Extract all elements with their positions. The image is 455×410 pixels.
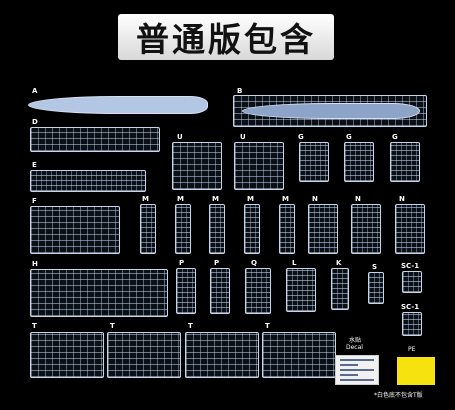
sprue-a-hull-part [28,96,208,114]
sprue-b [233,95,427,127]
decal-title: 水贴 [349,337,362,344]
sprue-g3 [390,142,420,182]
sprue-label-t1: T [32,322,37,330]
sprue-l [286,268,316,312]
sprue-label-a: A [32,87,38,95]
pe-label: PE [408,346,416,353]
sprue-label-u1: U [177,133,183,141]
sprue-label-m1: M [142,195,149,203]
footnote: *白色底不包含T版 [374,392,423,399]
sprue-t3 [185,332,259,378]
sprue-e [30,170,146,192]
sprue-label-n2: N [355,195,361,203]
sprue-m2 [175,204,191,254]
sprue-u1 [172,142,222,190]
banner-title: 普通版包含 [136,20,316,59]
sprue-label-f: F [32,197,37,205]
sprue-n2 [351,204,381,254]
sprue-label-g1: G [298,133,304,141]
sprue-g2 [344,142,374,182]
sprue-label-t3: T [188,322,193,330]
sprue-label-n3: N [399,195,405,203]
sprue-label-g3: G [392,133,398,141]
sprue-n1 [308,204,338,254]
sprue-h [30,269,168,317]
sprue-label-u2: U [240,133,246,141]
sprue-m4 [244,204,260,254]
sprue-f [30,206,120,254]
sprue-sc1-bottom [402,312,422,336]
sprue-label-m2: M [177,195,184,203]
sprue-label-b: B [237,87,243,95]
sprue-label-t2: T [110,322,115,330]
sprue-s [368,272,384,304]
sprue-t2 [107,332,181,378]
sprue-m3 [209,204,225,254]
sprue-m1 [140,204,156,254]
sprue-p2 [210,268,230,314]
sprue-d [30,127,160,152]
sprue-label-g2: G [346,133,352,141]
sprue-label-m4: M [247,195,254,203]
sprue-label-t4: T [265,322,270,330]
sprue-k [331,268,349,310]
sprue-label-sc1-top: SC-1 [401,262,420,270]
sprue-u2 [234,142,284,190]
sprue-g1 [299,142,329,182]
sprue-label-d: D [32,118,38,126]
decal-sheet [335,355,379,385]
sprue-label-sc1-bottom: SC-1 [401,303,420,311]
sprue-sc1-top [402,271,422,293]
sprue-t1 [30,332,104,378]
sprue-label-m5: M [282,195,289,203]
sprue-label-l: L [292,259,297,267]
sprue-t4 [262,332,336,378]
sprue-label-q: Q [251,259,257,267]
sprue-b-deck-part [242,103,420,119]
decal-subtitle: Decal [346,344,363,351]
sprue-label-s: S [372,263,378,271]
sprue-label-e: E [32,161,37,169]
sprue-m5 [279,204,295,254]
sprue-label-p1: P [179,259,185,267]
sprue-label-m3: M [212,195,219,203]
sprue-n3 [395,204,425,254]
sprue-label-h: H [32,260,38,268]
sprue-label-p2: P [214,259,220,267]
sprue-label-k: K [336,259,342,267]
sprue-label-n1: N [312,195,318,203]
sprue-q [245,268,271,314]
title-banner: 普通版包含 [118,14,334,60]
pe-sheet [397,357,435,385]
sprue-p1 [176,268,196,314]
